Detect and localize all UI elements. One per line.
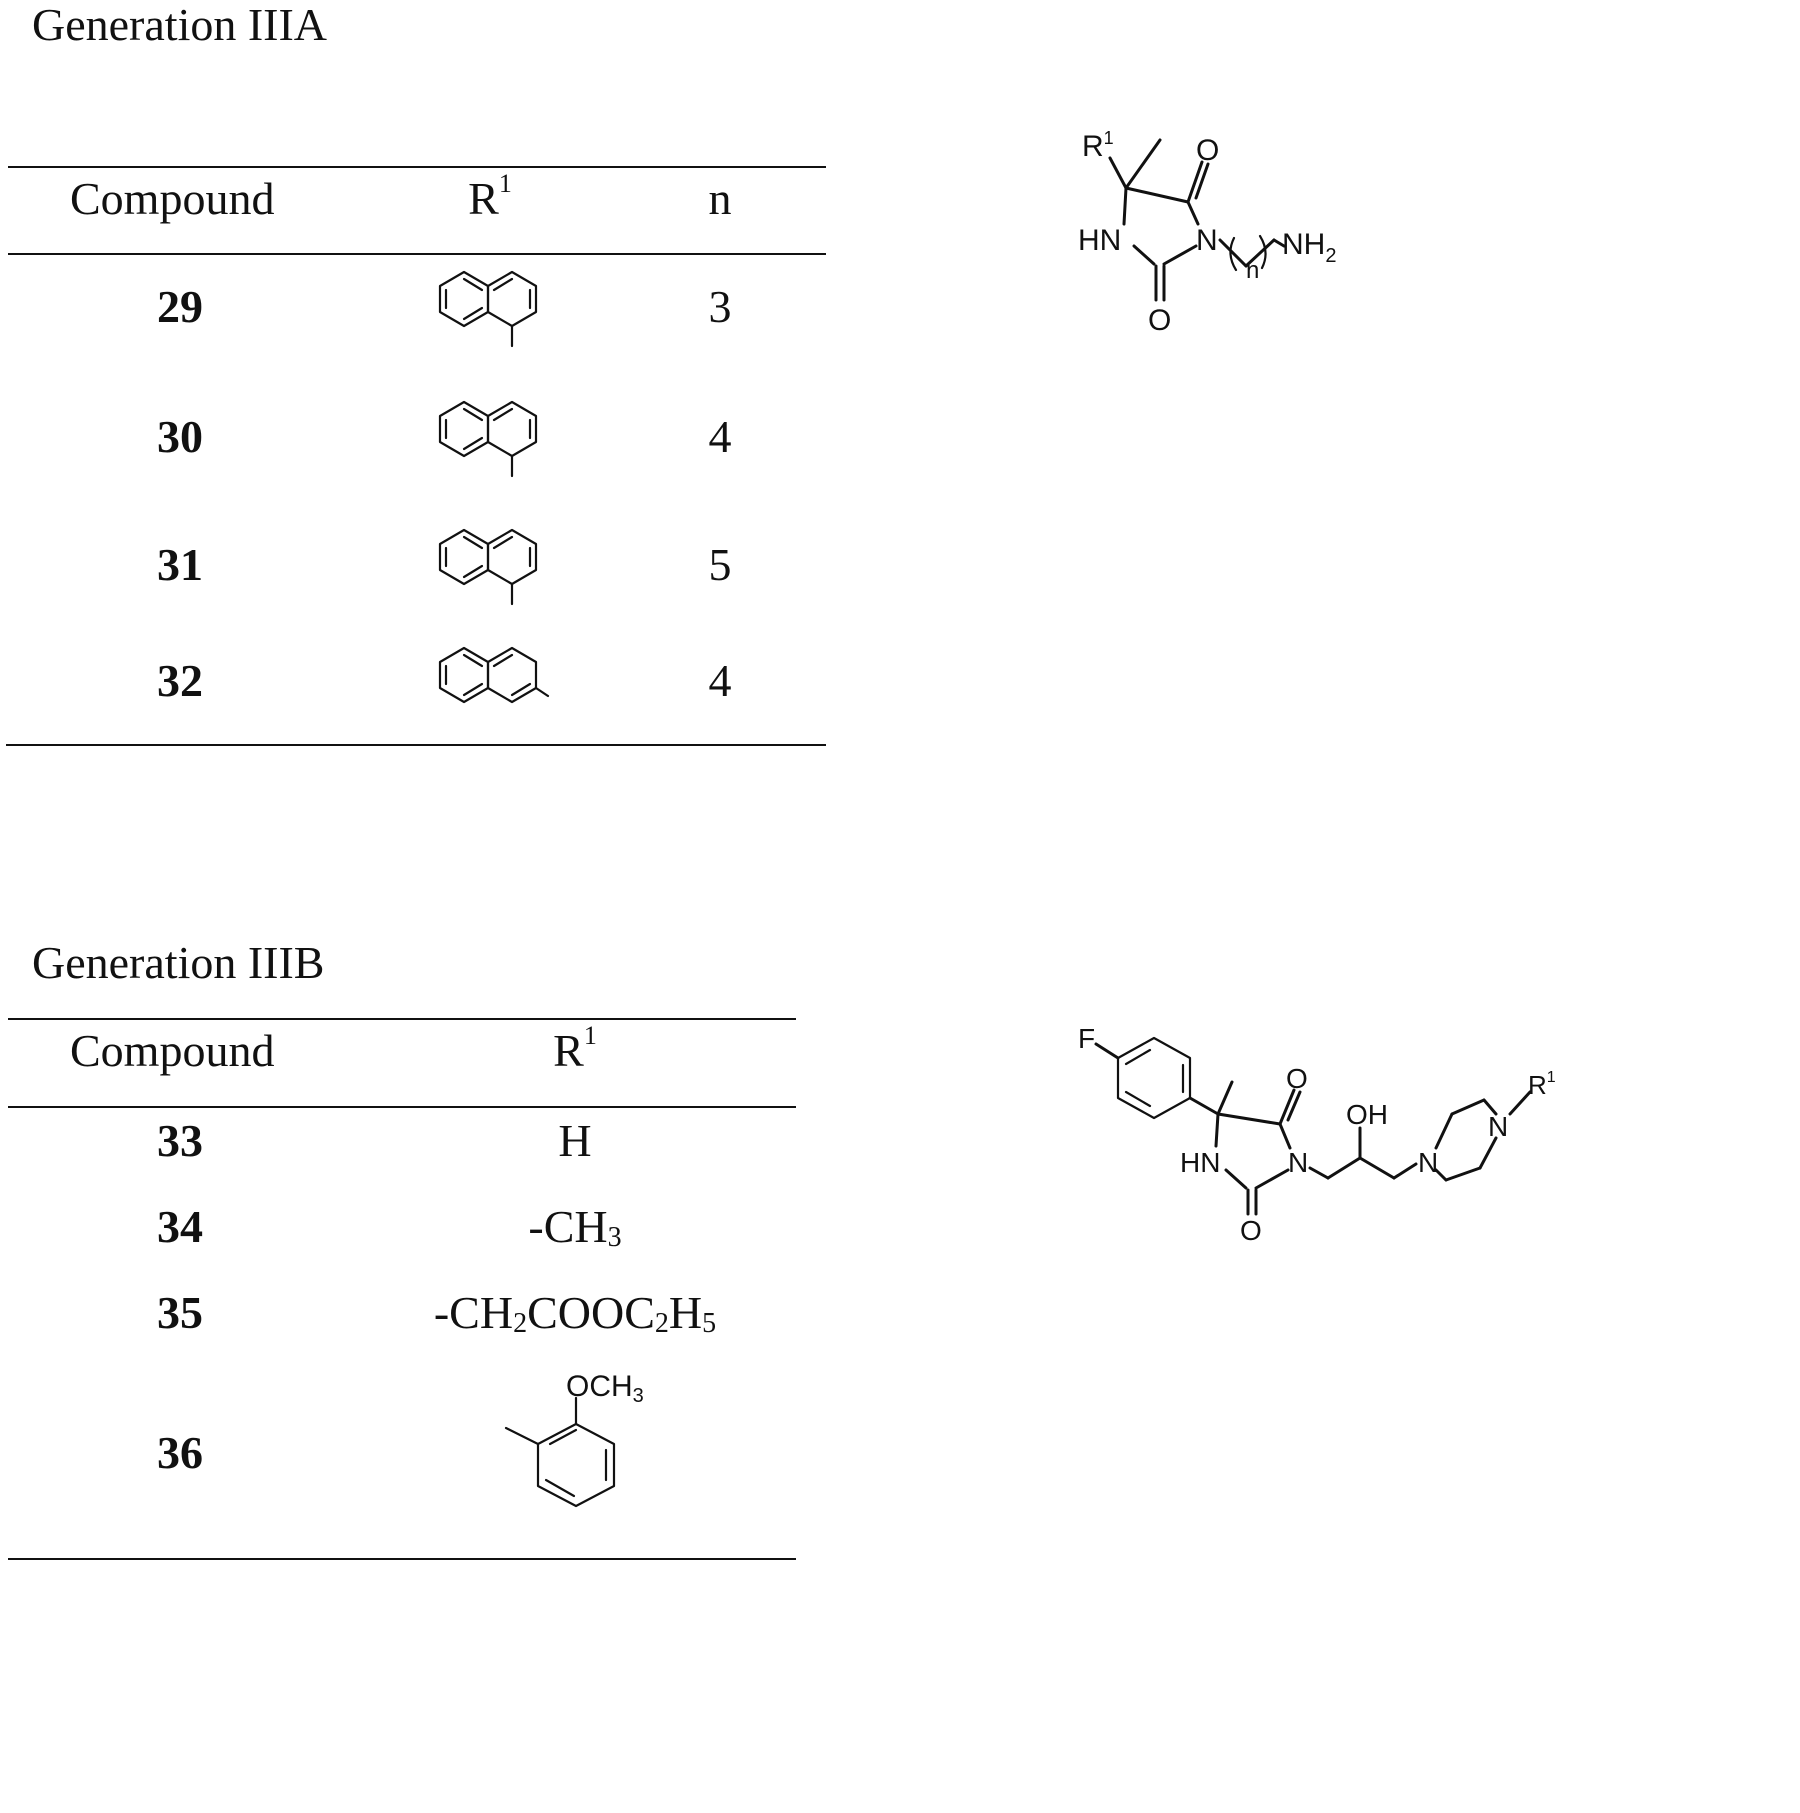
table-top-rule — [8, 166, 826, 168]
naphthyl-1-structure — [438, 400, 538, 478]
header-n: n — [708, 173, 732, 224]
scaffold-n-piperazine-left: N — [1418, 1147, 1438, 1178]
header-compound: Compound — [70, 1025, 275, 1076]
n-value-31: 5 — [708, 539, 732, 590]
scaffold-hn: HN — [1180, 1147, 1220, 1178]
scaffold-o-top: O — [1196, 134, 1219, 167]
table-top-rule — [8, 1018, 796, 1020]
scaffold-o-bottom: O — [1240, 1215, 1262, 1246]
compound-id-30: 30 — [157, 411, 203, 462]
table-header-rule — [8, 253, 826, 255]
scaffold-o-bottom: O — [1148, 304, 1171, 337]
scaffold-r1-label: R1 — [1528, 1069, 1556, 1100]
compound-id-34: 34 — [157, 1201, 203, 1252]
scaffold-hn: HN — [1078, 224, 1121, 257]
naphthyl-2-structure — [438, 646, 550, 704]
section-title-generation-iiib: Generation IIIB — [32, 937, 325, 988]
compound-id-31: 31 — [157, 539, 203, 590]
header-r1: R1 — [553, 1021, 597, 1076]
compound-id-36: 36 — [157, 1427, 203, 1478]
section-title-generation-iiia: Generation IIIA — [32, 0, 328, 50]
scaffold-structure-iiib: F O HN N O OH N N R1 — [1078, 1023, 1556, 1246]
compound-id-33: 33 — [157, 1115, 203, 1166]
r1-value-33: H — [558, 1115, 592, 1166]
naphthyl-1-structure — [438, 528, 538, 606]
scaffold-n: N — [1196, 224, 1218, 257]
scaffold-n-subscript: n — [1246, 257, 1259, 284]
r1-value-35: -CH2COOC2H5 — [433, 1287, 717, 1339]
scaffold-o-top: O — [1286, 1063, 1308, 1094]
methoxyphenyl-structure: OCH3 — [504, 1370, 644, 1508]
scaffold-n-imide: N — [1288, 1147, 1308, 1178]
table-bottom-rule — [6, 744, 826, 746]
table-header-rule — [8, 1106, 796, 1108]
scaffold-structure-iiia: R1 O HN N n O NH2 — [1078, 128, 1336, 337]
n-value-32: 4 — [708, 655, 732, 706]
methoxy-label: OCH3 — [566, 1370, 644, 1407]
n-value-29: 3 — [708, 281, 732, 332]
n-value-30: 4 — [708, 411, 732, 462]
compound-id-35: 35 — [157, 1287, 203, 1338]
r1-value-34: -CH3 — [528, 1201, 622, 1253]
scaffold-oh: OH — [1346, 1099, 1388, 1130]
compound-id-32: 32 — [157, 655, 203, 706]
scaffold-n-piperazine-right: N — [1488, 1111, 1508, 1142]
scaffold-nh2: NH2 — [1282, 228, 1336, 267]
scaffold-f: F — [1078, 1023, 1095, 1054]
scaffold-r1-label: R1 — [1082, 128, 1114, 163]
header-r1: R1 — [468, 169, 512, 224]
naphthyl-1-structure — [438, 270, 538, 348]
header-compound: Compound — [70, 173, 275, 224]
table-bottom-rule — [8, 1558, 796, 1560]
compound-id-29: 29 — [157, 281, 203, 332]
